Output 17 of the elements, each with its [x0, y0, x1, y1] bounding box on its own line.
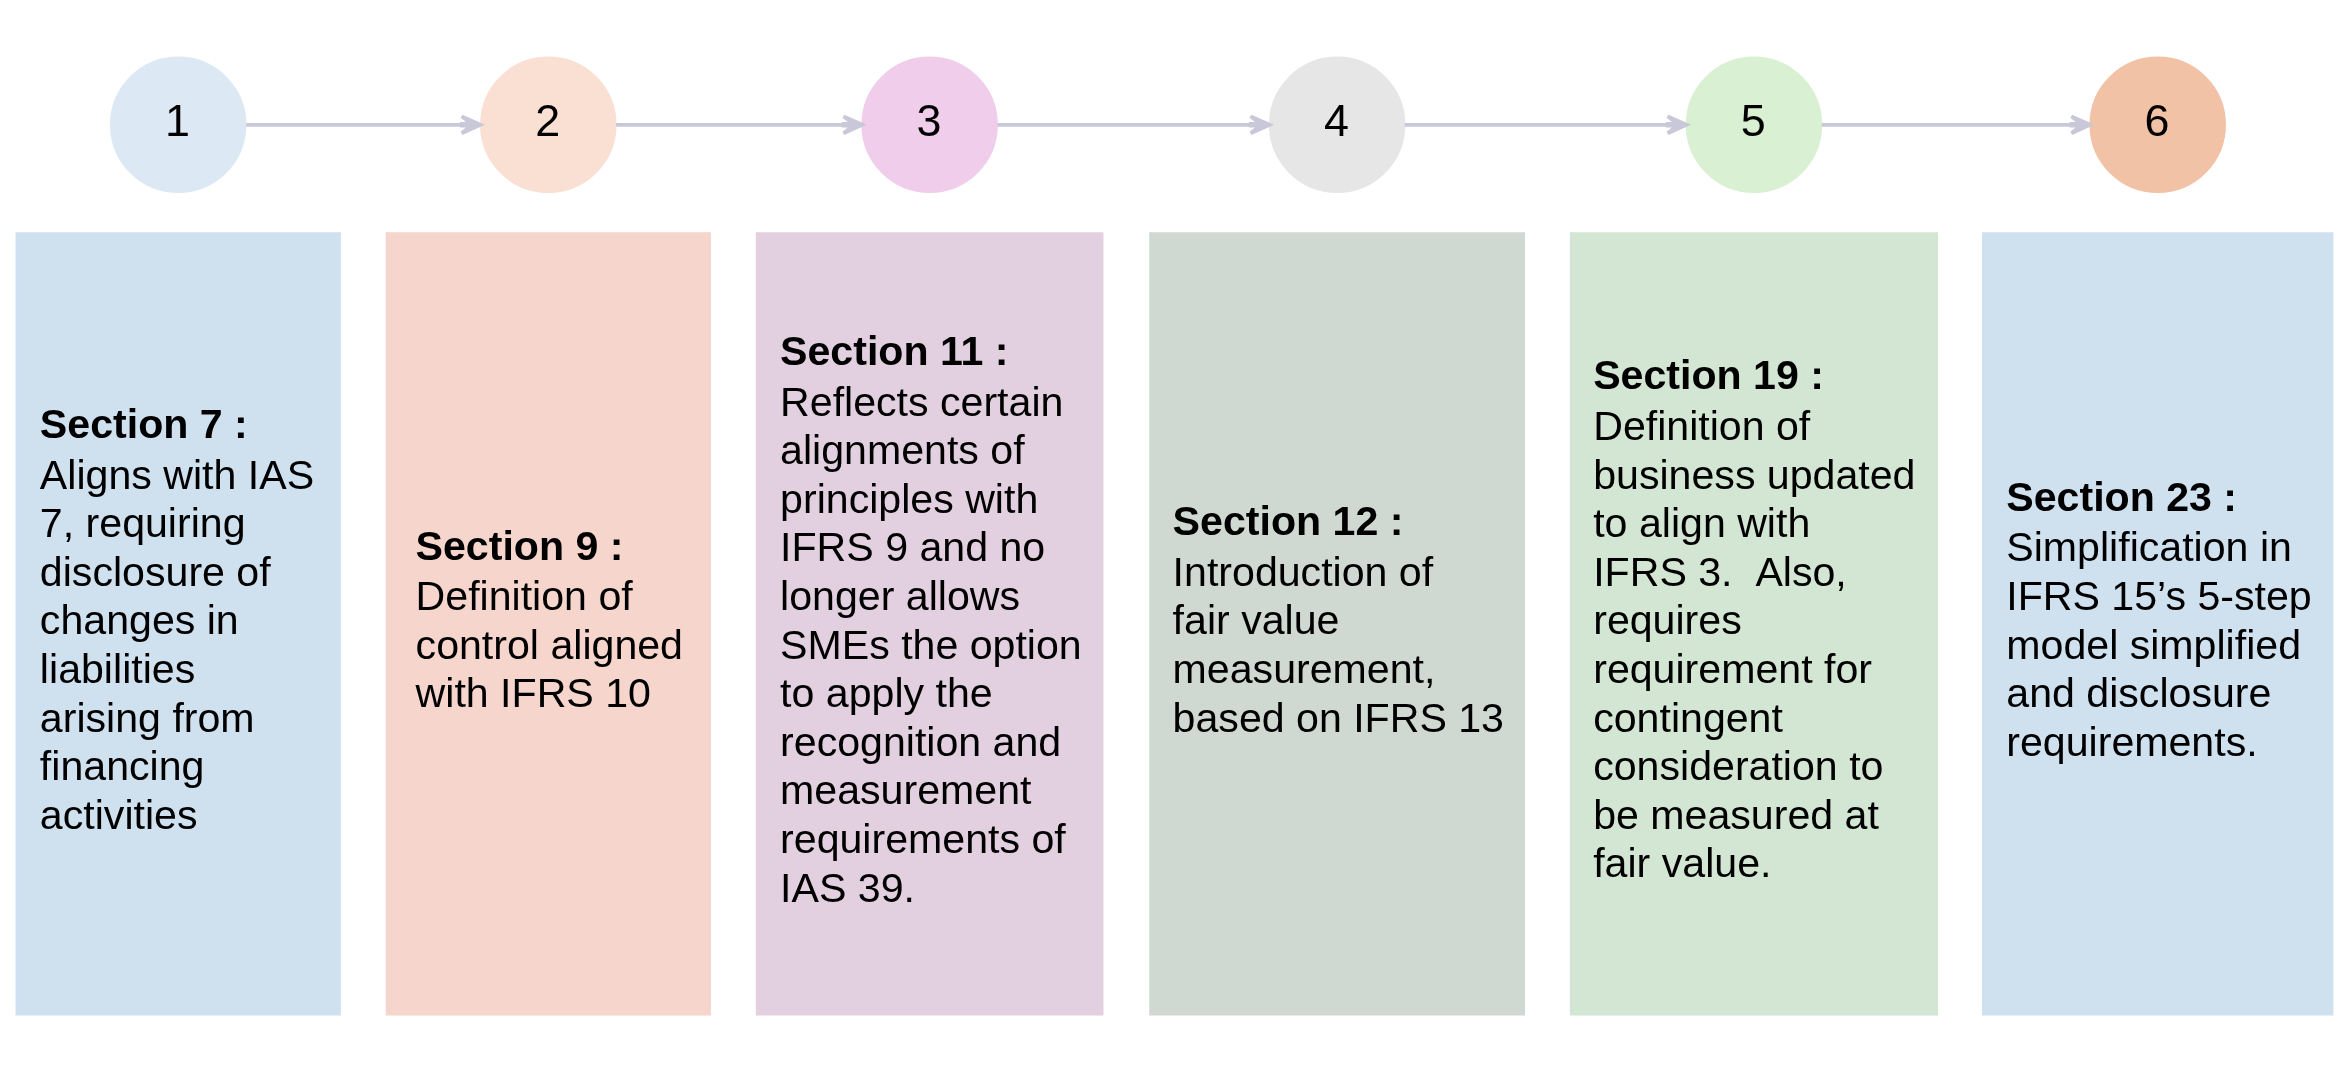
arrow — [1404, 114, 1689, 136]
arrow — [997, 114, 1272, 136]
node-box: Section 19 : Definition of business updated to align with IFRS 3. Also, requires requirement for contingent consideration to be measured at fair value. — [1569, 232, 1939, 1016]
arrow — [1821, 114, 2092, 136]
node-box: Section 12 : Introduction of fair value measurement, based on IFRS 13 — [1149, 232, 1525, 1016]
node-box: Section 7 : Aligns with IAS 7, requiring disclosure of changes in liabilities arising from financing activities — [15, 232, 341, 1016]
node-circle: 3 — [861, 56, 998, 193]
arrow — [616, 114, 865, 136]
node-box: Section 9 : Definition of control aligned with IFRS 10 — [385, 232, 711, 1016]
node-box: Section 11 : Reflects certain alignments of principles with IFRS 9 and no longer allows SMEs the option to apply the recognition and measurement requirements of IAS 39. — [755, 232, 1104, 1016]
node-circle: 4 — [1268, 56, 1406, 193]
node-box: Section 23 : Simplification in IFRS 15’s 5-step model simplified and disclosure requirements. — [1982, 232, 2334, 1016]
node-circle: 1 — [109, 56, 247, 193]
node-circle: 2 — [480, 56, 617, 193]
arrow — [246, 114, 483, 136]
node-circle: 5 — [1685, 56, 1823, 193]
node-circle: 6 — [2089, 56, 2226, 193]
